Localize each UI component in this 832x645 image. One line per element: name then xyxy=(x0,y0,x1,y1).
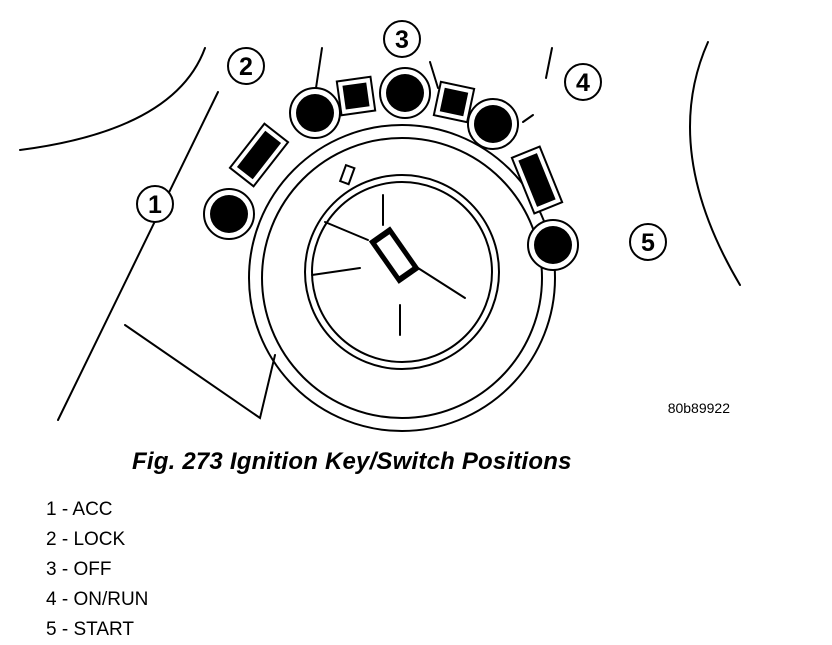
leader-4 xyxy=(522,114,534,123)
callout-5: 5 xyxy=(629,223,667,261)
detent-rect-1-2 xyxy=(228,122,290,188)
position-1-indicator xyxy=(203,188,255,240)
legend-item: 4 - ON/RUN xyxy=(46,589,149,610)
cylinder-detent-line xyxy=(311,267,361,276)
figure-caption: Fig. 273 Ignition Key/Switch Positions xyxy=(132,448,572,475)
svg-text:5: 5 xyxy=(641,229,655,257)
callout-3: 3 xyxy=(383,20,421,58)
legend-item: 2 - LOCK xyxy=(46,529,126,550)
detent-rect-2-3 xyxy=(335,75,377,117)
housing-outer-ring xyxy=(248,124,556,432)
cylinder-detent-line xyxy=(417,267,466,299)
lock-cylinder-inner xyxy=(311,181,493,363)
column-bracket xyxy=(124,324,276,420)
ignition-switch-diagram: 1 2 3 4 5 80b89922 xyxy=(19,20,741,432)
detent-rect-4-5 xyxy=(510,145,564,215)
detent-rect-3-4 xyxy=(432,80,476,124)
position-legend: 1 - ACC 2 - LOCK 3 - OFF 4 - ON/RUN 5 - … xyxy=(46,495,148,645)
lock-cylinder-outer xyxy=(304,174,500,370)
svg-text:4: 4 xyxy=(576,69,590,97)
position-5-indicator xyxy=(527,219,579,271)
svg-text:2: 2 xyxy=(239,53,253,81)
dash-outline-top-mid xyxy=(315,47,323,89)
drawing-code: 80b89922 xyxy=(668,400,731,416)
callout-2: 2 xyxy=(227,47,265,85)
cylinder-detent-line xyxy=(324,221,369,241)
legend-item: 1 - ACC xyxy=(46,499,113,520)
position-4-indicator xyxy=(467,98,519,150)
position-3-indicator xyxy=(379,67,431,119)
position-2-indicator xyxy=(289,87,341,139)
legend-item: 5 - START xyxy=(46,619,134,640)
dash-outline-top-right-a xyxy=(429,61,439,89)
dash-outline-right xyxy=(689,41,741,286)
dash-outline-upper-left xyxy=(19,47,206,151)
alignment-notch xyxy=(338,163,356,186)
key-slot xyxy=(368,226,420,284)
dash-outline-top-right-b xyxy=(545,47,553,79)
svg-text:3: 3 xyxy=(395,26,409,54)
callout-4: 4 xyxy=(564,63,602,101)
dash-outline-left xyxy=(57,91,219,421)
housing-inner-ring xyxy=(261,137,543,419)
legend-item: 3 - OFF xyxy=(46,559,112,580)
svg-text:1: 1 xyxy=(148,191,162,219)
callout-1: 1 xyxy=(136,185,174,223)
